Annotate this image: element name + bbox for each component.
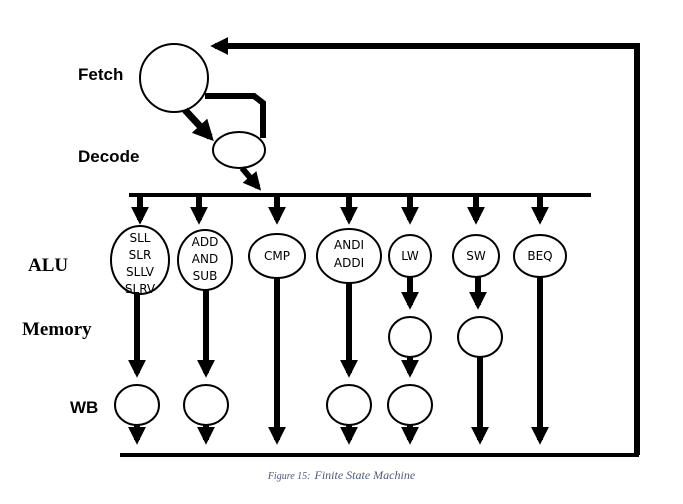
state-text-andi: ANDI <box>334 238 364 252</box>
wb-state-shift <box>114 384 160 426</box>
state-text-cmp: CMP <box>264 249 290 263</box>
memory-state-sw <box>457 316 503 358</box>
fetch-to-decode-arrow <box>182 107 214 142</box>
caption-prefix: Figure 15: <box>267 471 311 482</box>
stage-label-alu: ALU <box>28 255 68 276</box>
caption-title: Finite State Machine <box>314 468 416 482</box>
state-text-sw: SW <box>466 249 486 263</box>
state-text-slr: SLR <box>129 248 152 262</box>
state-text-lw: LW <box>401 249 419 263</box>
state-text-addi: ADDI <box>334 256 364 270</box>
decode-state <box>212 131 266 169</box>
memory-state-lw <box>388 316 432 358</box>
figure-caption: Figure 15: Finite State Machine <box>0 466 683 484</box>
decode-return-arrow <box>205 93 266 138</box>
state-text-sub: SUB <box>193 269 218 283</box>
state-text-slrv: SLRV <box>125 282 156 296</box>
stage-label-wb: WB <box>70 398 98 417</box>
decode-to-bus-arrow <box>239 166 262 191</box>
feedback-loop-arrow <box>210 37 640 455</box>
fetch-state <box>139 43 209 113</box>
state-text-add: ADD <box>192 235 219 249</box>
state-text-sllv: SLLV <box>126 265 155 279</box>
wb-state-add <box>183 384 229 426</box>
stage-label-fetch: Fetch <box>78 65 123 84</box>
wb-state-andi <box>326 384 372 426</box>
stage-label-memory: Memory <box>22 319 92 340</box>
stage-label-decode: Decode <box>78 147 139 166</box>
state-text-sll: SLL <box>130 231 151 245</box>
state-text-beq: BEQ <box>527 249 552 263</box>
state-text-and: AND <box>192 252 218 266</box>
wb-state-lw <box>387 384 433 426</box>
